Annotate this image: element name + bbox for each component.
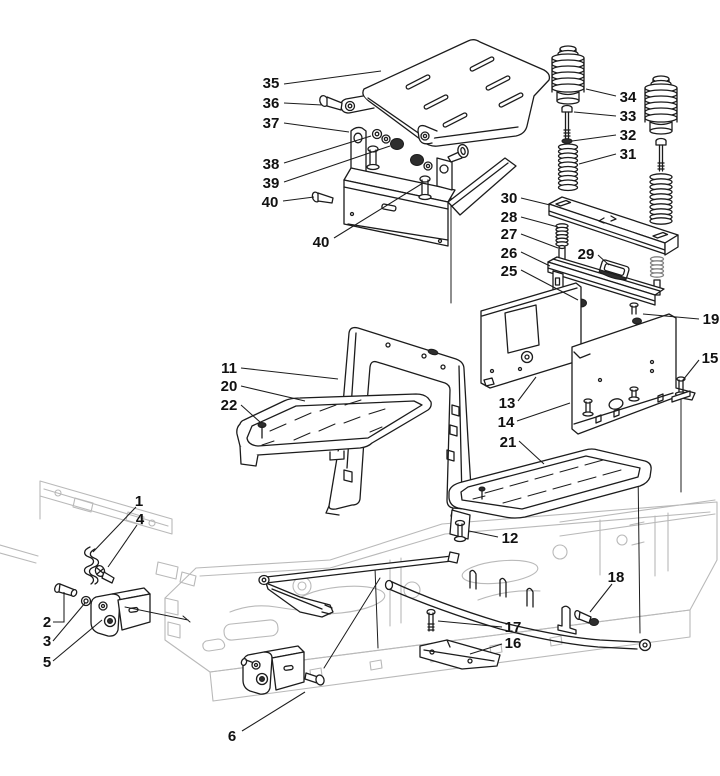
callout-27: 27 (501, 226, 518, 243)
callout-33: 33 (620, 108, 637, 125)
callout-29: 29 (578, 246, 595, 263)
chassis-background (0, 480, 718, 702)
bolt-18 (574, 609, 599, 626)
bushing-right (410, 154, 424, 166)
bracket-right-wing (447, 157, 517, 216)
callout-30: 30 (501, 190, 518, 207)
callout-22: 22 (221, 397, 238, 414)
spring-28-left (555, 223, 569, 247)
callout-20: 20 (221, 378, 238, 395)
tube-frame-16 (384, 569, 652, 652)
bracket-5 (90, 587, 151, 637)
pin-36 (319, 95, 343, 111)
callout-39: 39 (263, 175, 280, 192)
callout-4: 4 (136, 511, 145, 528)
footplate-screw (478, 486, 486, 500)
callout-21: 21 (500, 434, 517, 451)
callout-13: 13 (499, 395, 516, 412)
bolt-4 (94, 564, 115, 584)
bellows-left (551, 45, 585, 105)
callout-34: 34 (620, 89, 637, 106)
callout-11: 11 (221, 360, 237, 377)
callout-2: 2 (43, 614, 51, 631)
panel-13 (480, 282, 582, 389)
callout-6: 6 (228, 728, 236, 745)
callout-15: 15 (702, 350, 719, 367)
callout-28: 28 (501, 209, 518, 226)
bolt-40b (418, 175, 432, 201)
bracket-5-assembly (54, 546, 191, 637)
seat-plate (340, 39, 551, 147)
footplate-20-slots (261, 399, 386, 446)
callout-35: 35 (263, 75, 280, 92)
bushing-39 (390, 138, 404, 150)
footplate-21 (448, 448, 652, 543)
seat-plate-slots (405, 56, 524, 128)
callout-32: 32 (620, 127, 637, 144)
spring-31-left (557, 143, 579, 192)
callout-38: 38 (263, 156, 280, 173)
bracket-6 (240, 645, 325, 695)
callout-37: 37 (263, 115, 280, 132)
callout-26: 26 (501, 245, 518, 262)
spring-28-right (649, 256, 665, 278)
callout-40a: 40 (262, 194, 279, 211)
bracket-plate-17 (419, 639, 501, 670)
callout-12: 12 (502, 530, 519, 547)
pin-2 (54, 583, 78, 597)
footplate-20 (236, 393, 432, 467)
cotter-pin-1 (83, 546, 100, 585)
callout-18: 18 (608, 569, 625, 586)
screw-22 (257, 422, 267, 439)
console-arch (325, 326, 473, 518)
bolt-17 (426, 608, 436, 632)
assembly-lines (323, 161, 682, 669)
seat-rail-30 (548, 196, 679, 256)
panel-bolt-b (628, 386, 640, 402)
washer-3 (80, 595, 92, 607)
bolt-40a (311, 191, 334, 204)
shoulder-screw-right (447, 143, 469, 163)
callout-3: 3 (43, 633, 51, 650)
rubber-pad-29 (598, 259, 630, 281)
callout-40b: 40 (313, 234, 330, 251)
callout-25: 25 (501, 263, 518, 280)
bolt-19 (629, 302, 642, 325)
callout-17: 17 (505, 619, 522, 636)
panel-14 (571, 313, 696, 435)
bolt-vertical-left (366, 145, 380, 171)
bolt-33 (561, 104, 573, 139)
bolt-right-column (655, 137, 667, 172)
bracket-left-ear (350, 126, 367, 173)
washer-32 (561, 138, 573, 144)
callout-labels: 35 36 37 38 39 40 40 34 33 32 31 30 28 2… (43, 75, 720, 745)
footplate-21-slots (472, 459, 622, 504)
spring-31-right (649, 173, 673, 225)
callout-31: 31 (620, 146, 637, 163)
callout-14: 14 (498, 414, 515, 431)
washer-38 (381, 134, 391, 144)
washer-37 (371, 128, 383, 140)
callout-1: 1 (135, 493, 143, 510)
support-strut (258, 551, 460, 618)
panel-bolt-a (582, 398, 594, 417)
callout-19: 19 (703, 311, 720, 328)
callout-5: 5 (43, 654, 51, 671)
leader-lines (52, 70, 700, 732)
callout-16: 16 (505, 635, 522, 652)
bellows-right (644, 75, 678, 135)
bracket-6-bolt (304, 672, 325, 686)
bracket-right-ear (436, 157, 453, 191)
callout-36: 36 (263, 95, 280, 112)
bolt-12 (453, 519, 467, 543)
